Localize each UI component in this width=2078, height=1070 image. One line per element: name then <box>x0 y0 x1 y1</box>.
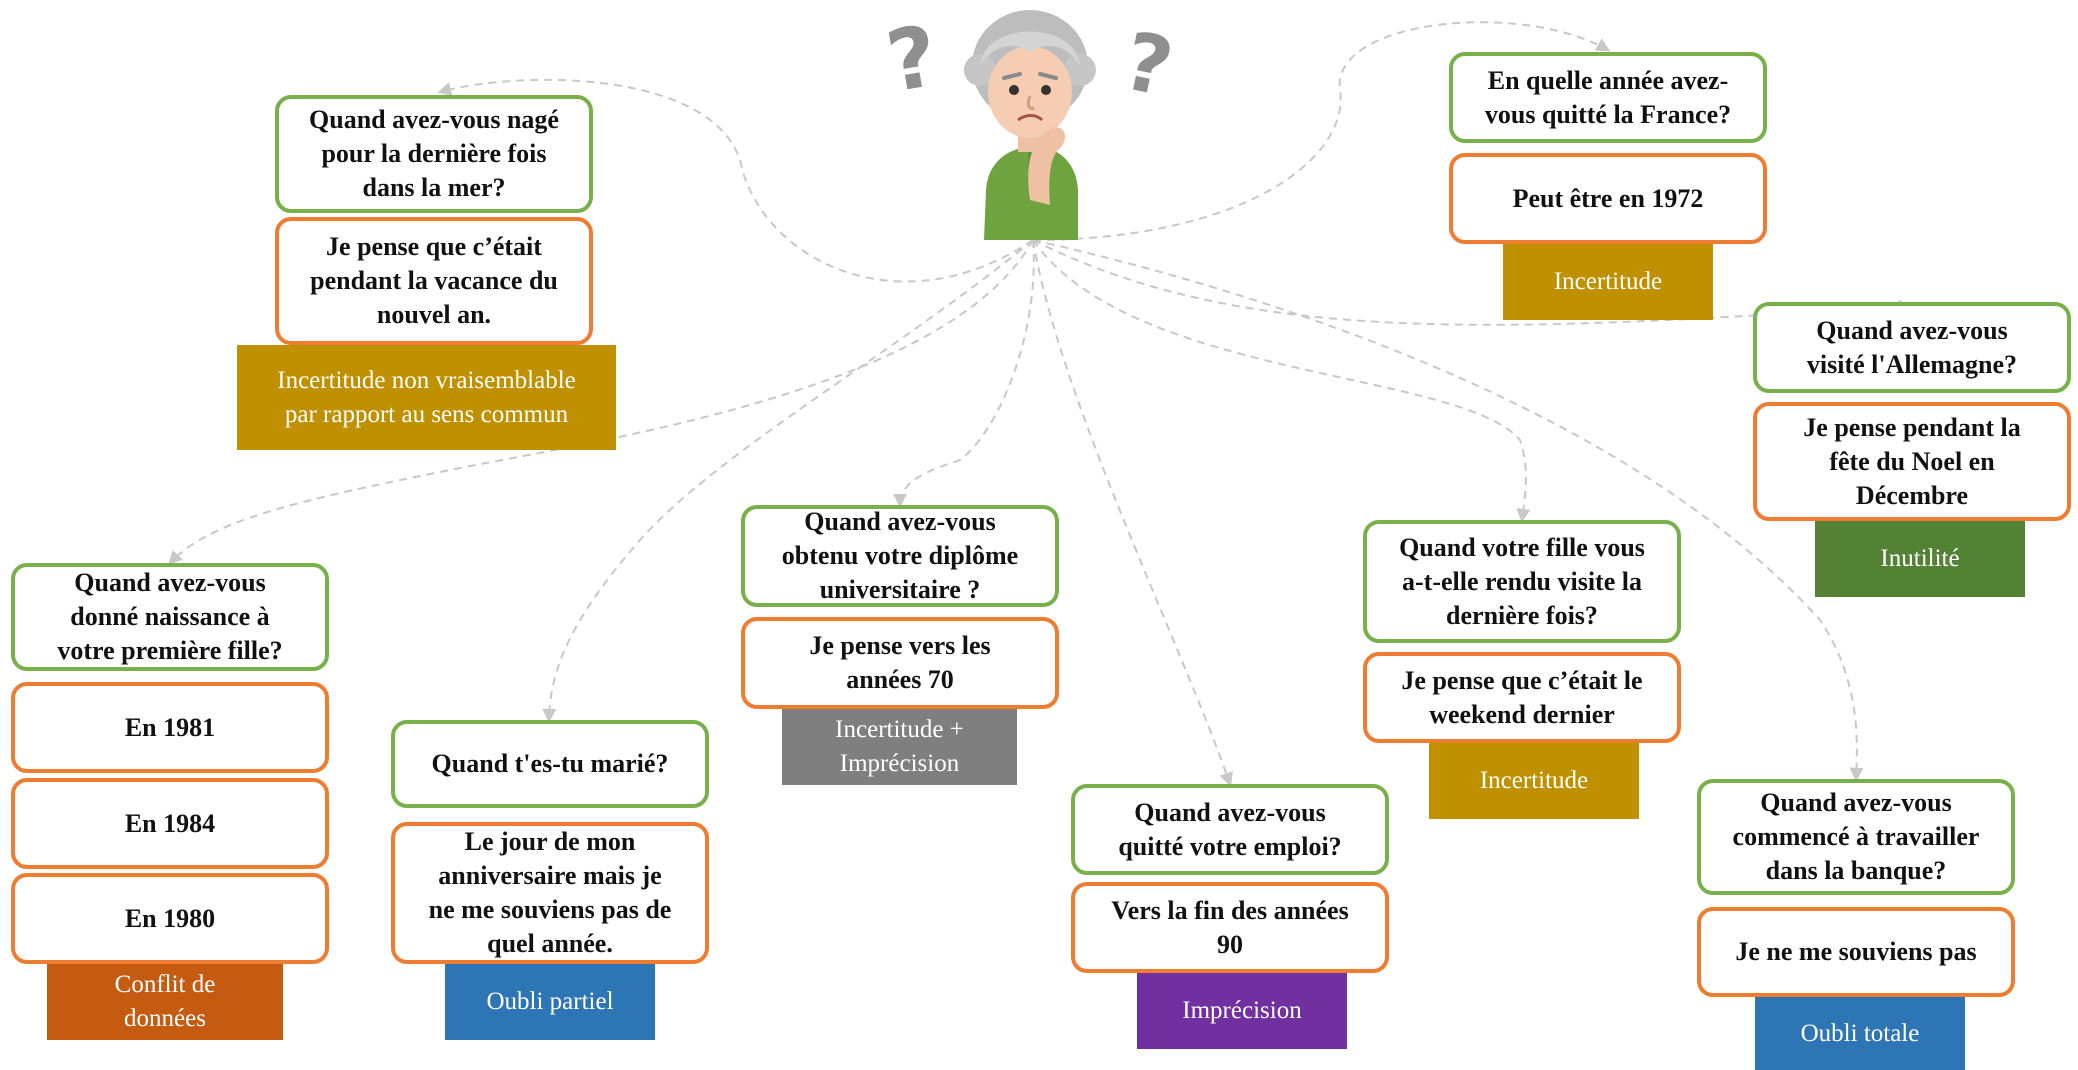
link-mer <box>437 78 1034 283</box>
question-box-france: En quelle année avez- vous quitté la Fra… <box>1449 52 1767 143</box>
central-figure: ? ? <box>880 0 1181 245</box>
category-label-emploi: Imprécision <box>1137 973 1347 1049</box>
link-diplome <box>893 239 1035 508</box>
category-label-mer: Incertitude non vraisemblable par rappor… <box>237 345 616 450</box>
answer-box-marie: Le jour de mon anniversaire mais je ne m… <box>391 822 709 964</box>
question-box-visite: Quand votre fille vous a-t-elle rendu vi… <box>1363 520 1681 643</box>
link-visite <box>1032 239 1531 523</box>
category-label-france: Incertitude <box>1503 244 1713 320</box>
link-emploi <box>1032 239 1233 787</box>
link-banque <box>1032 239 1864 782</box>
question-box-marie: Quand t'es-tu marié? <box>391 720 709 808</box>
answer-box-visite: Je pense que c’était le weekend dernier <box>1363 652 1681 743</box>
link-allemagne <box>1032 239 1913 326</box>
answer-box-fille-3: En 1980 <box>11 873 329 964</box>
link-marie <box>542 239 1034 723</box>
link-fille <box>168 239 1034 566</box>
answer-box-fille-1: En 1981 <box>11 682 329 773</box>
question-box-emploi: Quand avez-vous quitté votre emploi? <box>1071 784 1389 875</box>
question-box-allemagne: Quand avez-vous visité l'Allemagne? <box>1753 302 2071 393</box>
answer-box-allemagne: Je pense pendant la fête du Noel en Déce… <box>1753 402 2071 521</box>
answer-box-mer: Je pense que c’était pendant la vacance … <box>275 217 593 345</box>
question-box-fille: Quand avez-vous donné naissance à votre … <box>11 563 329 671</box>
answer-box-fille-2: En 1984 <box>11 778 329 869</box>
category-label-marie: Oubli partiel <box>445 964 655 1040</box>
answer-box-banque: Je ne me souviens pas <box>1697 907 2015 997</box>
elderly-person-thinking-icon <box>964 10 1096 240</box>
question-box-banque: Quand avez-vous commencé à travailler da… <box>1697 779 2015 895</box>
answer-box-france: Peut être en 1972 <box>1449 153 1767 244</box>
question-box-mer: Quand avez-vous nagé pour la dernière fo… <box>275 95 593 213</box>
category-label-fille: Conflit de données <box>47 964 283 1040</box>
category-label-diplome: Incertitude + Imprécision <box>782 709 1017 785</box>
category-label-allemagne: Inutilité <box>1815 521 2025 597</box>
question-box-diplome: Quand avez-vous obtenu votre diplôme uni… <box>741 505 1059 607</box>
category-label-visite: Incertitude <box>1429 743 1639 819</box>
answer-box-emploi: Vers la fin des années 90 <box>1071 882 1389 973</box>
category-label-banque: Oubli totale <box>1755 997 1965 1070</box>
link-france <box>1032 21 1611 241</box>
answer-box-diplome: Je pense vers les années 70 <box>741 617 1059 709</box>
